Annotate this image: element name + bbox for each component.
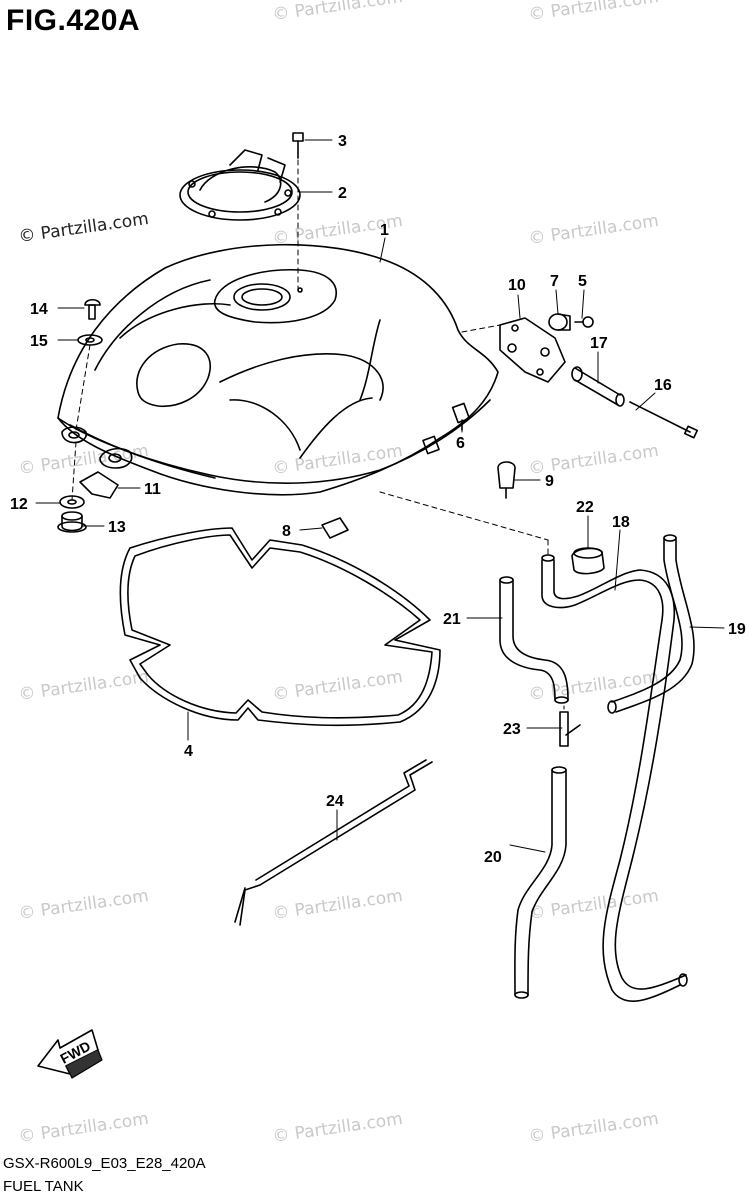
clip-8 (321, 517, 349, 539)
callout-18: 18 (612, 514, 630, 531)
callout-labels: 3 2 1 10 7 5 17 16 6 9 14 15 11 12 13 8 … (10, 133, 746, 866)
callout-9: 9 (545, 473, 554, 490)
callout-19: 19 (728, 621, 746, 638)
callout-10: 10 (508, 277, 526, 294)
callout-14: 14 (30, 301, 48, 318)
clamp-22 (571, 547, 605, 575)
hose-19 (607, 534, 695, 714)
tank-seal-4 (119, 527, 441, 727)
bolt-14 (84, 298, 101, 320)
hose-20 (514, 766, 567, 999)
callout-11: 11 (144, 481, 161, 498)
damper-9 (497, 461, 516, 499)
figure-title: FIG.420A (6, 4, 141, 37)
bolt-3 (292, 132, 304, 159)
bracket-10 (499, 317, 566, 383)
collar-13 (57, 511, 87, 533)
bolt-16 (629, 401, 699, 439)
bracket-11 (79, 471, 119, 499)
diagram-code: GSX-R600L9_E03_E28_420A (3, 1155, 206, 1172)
callout-22: 22 (576, 499, 594, 516)
callout-21: 21 (443, 611, 461, 628)
fitting-23 (559, 705, 581, 747)
callout-24: 24 (326, 793, 344, 810)
callout-23: 23 (503, 721, 521, 738)
callout-13: 13 (108, 519, 126, 536)
callout-12: 12 (10, 496, 28, 513)
callout-5: 5 (578, 273, 587, 290)
callout-4: 4 (184, 743, 193, 760)
callout-7: 7 (550, 273, 559, 290)
fwd-arrow-icon: FWD (37, 1029, 103, 1079)
callout-17: 17 (590, 335, 608, 352)
hose-18 (541, 554, 688, 1002)
rod-24 (234, 759, 433, 926)
callout-16: 16 (654, 377, 672, 394)
filler-cap (179, 149, 301, 221)
collar-7 (548, 313, 571, 331)
callout-15: 15 (30, 333, 48, 350)
diagram-name: FUEL TANK (3, 1178, 84, 1195)
callout-1: 1 (380, 222, 389, 239)
callout-3: 3 (338, 133, 347, 150)
bolt-5 (574, 316, 594, 328)
callout-2: 2 (338, 185, 347, 202)
hose-21 (499, 576, 569, 704)
leader-lines (35, 139, 725, 853)
callout-6: 6 (456, 435, 465, 452)
fuel-tank (57, 243, 499, 496)
callout-8: 8 (282, 523, 291, 540)
callout-20: 20 (484, 849, 502, 866)
